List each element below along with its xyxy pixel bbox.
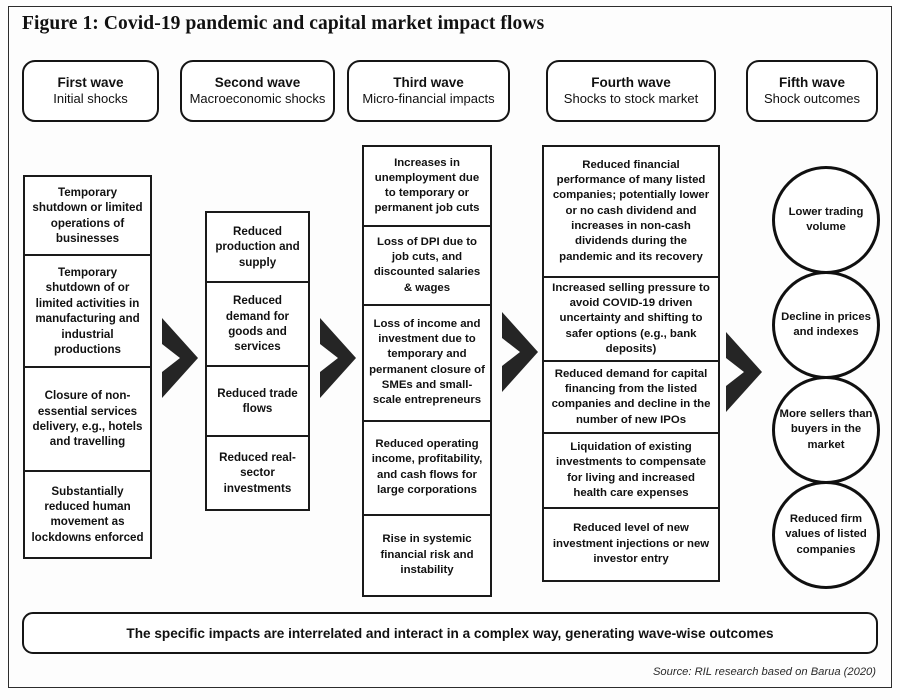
cell-text: Rise in systemic financial risk and inst… bbox=[380, 533, 474, 576]
wave-header-first-title: First wave bbox=[57, 74, 124, 90]
circle-text: More sellers than buyers in the market bbox=[779, 408, 873, 451]
wave-header-fifth-subtitle: Shock outcomes bbox=[763, 91, 861, 107]
wave-header-first[interactable]: First wave Initial shocks bbox=[22, 60, 159, 122]
cell-text: Liquidation of existing investments to c… bbox=[555, 440, 707, 499]
list-item[interactable]: Liquidation of existing investments to c… bbox=[544, 434, 718, 509]
figure-title: Figure 1: Covid-19 pandemic and capital … bbox=[22, 13, 545, 34]
list-item[interactable]: Loss of DPI due to job cuts, and discoun… bbox=[364, 227, 490, 306]
source-note: Source: RIL research based on Barua (202… bbox=[652, 666, 876, 678]
list-item[interactable]: Increased selling pressure to avoid COVI… bbox=[544, 278, 718, 363]
list-item[interactable]: Closure of non-essential services delive… bbox=[25, 368, 150, 472]
list-item[interactable]: Reduced financial performance of many li… bbox=[544, 147, 718, 278]
cell-text: Temporary shutdown of or limited activit… bbox=[35, 265, 140, 356]
cell-text: Reduced demand for goods and services bbox=[225, 294, 290, 354]
cell-text: Closure of non-essential services delive… bbox=[32, 389, 143, 449]
wave-header-fourth-subtitle: Shocks to stock market bbox=[563, 91, 699, 107]
wave-header-third-title: Third wave bbox=[393, 74, 464, 90]
cell-text: Loss of DPI due to job cuts, and discoun… bbox=[373, 235, 481, 294]
outcome-circle-more-sellers[interactable]: More sellers than buyers in the market bbox=[772, 376, 880, 484]
column-fourth-wave: Reduced financial performance of many li… bbox=[542, 145, 720, 582]
list-item[interactable]: Increases in unemployment due to tempora… bbox=[364, 147, 490, 228]
wave-header-second-title: Second wave bbox=[214, 74, 301, 90]
list-item[interactable]: Loss of income and investment due to tem… bbox=[364, 306, 490, 422]
list-item[interactable]: Rise in systemic financial risk and inst… bbox=[364, 516, 490, 595]
list-item[interactable]: Reduced level of new investment injectio… bbox=[544, 509, 718, 580]
cell-text: Reduced level of new investment injectio… bbox=[552, 522, 710, 565]
cell-text: Reduced operating income, profitability,… bbox=[371, 438, 483, 496]
column-second-wave: Reduced production and supply Reduced de… bbox=[205, 211, 310, 511]
wave-header-fourth[interactable]: Fourth wave Shocks to stock market bbox=[546, 60, 716, 122]
outcome-circle-reduced-firm-values[interactable]: Reduced firm values of listed companies bbox=[772, 481, 880, 589]
summary-banner-text: The specific impacts are interrelated an… bbox=[126, 625, 774, 641]
cell-text: Reduced demand for capital financing fro… bbox=[551, 367, 711, 426]
outcome-circle-lower-trading-volume[interactable]: Lower trading volume bbox=[772, 166, 880, 274]
list-item[interactable]: Temporary shutdown of or limited activit… bbox=[25, 256, 150, 368]
list-item[interactable]: Reduced demand for capital financing fro… bbox=[544, 362, 718, 435]
wave-header-second-subtitle: Macroeconomic shocks bbox=[189, 91, 326, 107]
cell-text: Reduced real-sector investments bbox=[219, 450, 296, 495]
wave-header-fifth-title: Fifth wave bbox=[778, 74, 845, 90]
cell-text: Reduced financial performance of many li… bbox=[552, 158, 710, 263]
cell-text: Increases in unemployment due to tempora… bbox=[374, 156, 480, 215]
column-first-wave: Temporary shutdown or limited operations… bbox=[23, 175, 152, 559]
cell-text: Reduced trade flows bbox=[217, 386, 298, 415]
list-item[interactable]: Reduced trade flows bbox=[207, 367, 308, 437]
wave-header-third-subtitle: Micro-financial impacts bbox=[362, 91, 495, 107]
cell-text: Loss of income and investment due to tem… bbox=[369, 317, 485, 407]
wave-header-first-subtitle: Initial shocks bbox=[53, 91, 128, 107]
cell-text: Temporary shutdown or limited operations… bbox=[32, 185, 143, 245]
cell-text: Reduced production and supply bbox=[215, 224, 300, 269]
list-item[interactable]: Reduced real-sector investments bbox=[207, 437, 308, 509]
list-item[interactable]: Reduced demand for goods and services bbox=[207, 283, 308, 367]
list-item[interactable]: Reduced operating income, profitability,… bbox=[364, 422, 490, 516]
list-item[interactable]: Substantially reduced human movement as … bbox=[25, 472, 150, 557]
column-third-wave: Increases in unemployment due to tempora… bbox=[362, 145, 492, 597]
cell-text: Increased selling pressure to avoid COVI… bbox=[552, 281, 710, 355]
wave-header-fifth[interactable]: Fifth wave Shock outcomes bbox=[746, 60, 878, 122]
circle-text: Lower trading volume bbox=[788, 205, 864, 233]
circle-text: Reduced firm values of listed companies bbox=[785, 513, 867, 556]
wave-header-third[interactable]: Third wave Micro-financial impacts bbox=[347, 60, 510, 122]
list-item[interactable]: Reduced production and supply bbox=[207, 213, 308, 284]
outcome-circle-decline-in-prices[interactable]: Decline in prices and indexes bbox=[772, 271, 880, 379]
list-item[interactable]: Temporary shutdown or limited operations… bbox=[25, 177, 150, 257]
cell-text: Substantially reduced human movement as … bbox=[31, 484, 144, 544]
summary-banner[interactable]: The specific impacts are interrelated an… bbox=[22, 612, 878, 654]
circle-text: Decline in prices and indexes bbox=[781, 310, 871, 338]
wave-header-second[interactable]: Second wave Macroeconomic shocks bbox=[180, 60, 335, 122]
wave-header-fourth-title: Fourth wave bbox=[591, 74, 671, 90]
